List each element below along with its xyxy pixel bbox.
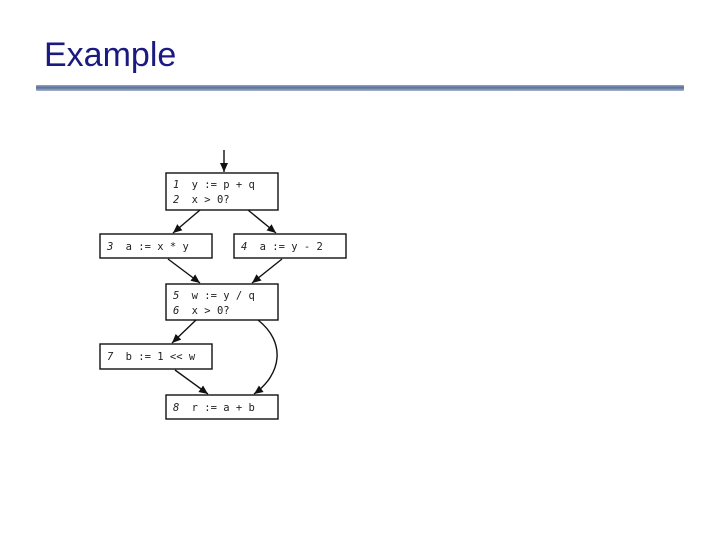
svg-text:2 x > 0?: 2 x > 0? bbox=[173, 194, 230, 206]
svg-text:4 a := y - 2: 4 a := y - 2 bbox=[241, 241, 323, 253]
node-b8: 8 r := a + b bbox=[165, 394, 279, 420]
line-number: 7 bbox=[107, 351, 114, 363]
statement: x > 0? bbox=[192, 194, 230, 206]
edge-b3-to-b5 bbox=[167, 258, 201, 284]
svg-text:5 w := y / q: 5 w := y / q bbox=[173, 290, 255, 302]
slide-title: Example bbox=[44, 36, 177, 74]
statement: b := 1 << w bbox=[126, 351, 196, 363]
svg-text:8 r := a + b: 8 r := a + b bbox=[173, 402, 255, 414]
edge-b1-to-b3 bbox=[172, 209, 201, 234]
svg-text:6 x > 0?: 6 x > 0? bbox=[173, 305, 230, 317]
line-number: 5 bbox=[173, 290, 179, 302]
edge-b4-to-b5 bbox=[251, 258, 283, 284]
edges bbox=[167, 150, 283, 395]
statement: a := y - 2 bbox=[260, 241, 323, 253]
svg-text:7 b := 1 << w: 7 b := 1 << w bbox=[107, 351, 196, 363]
node-b3: 3 a := x * y bbox=[99, 233, 213, 259]
svg-text:1 y := p + q: 1 y := p + q bbox=[173, 179, 255, 191]
edge-b5-to-b8 bbox=[253, 319, 278, 395]
node-b7: 7 b := 1 << w bbox=[99, 343, 213, 370]
node-b5: 5 w := y / q 6 x > 0? bbox=[165, 283, 279, 321]
line-number: 2 bbox=[173, 194, 179, 206]
line-number: 4 bbox=[241, 241, 247, 253]
statement: y := p + q bbox=[192, 179, 255, 191]
line-number: 1 bbox=[173, 179, 179, 191]
node-b1: 1 y := p + q 2 x > 0? bbox=[165, 172, 279, 211]
line-number: 3 bbox=[106, 241, 113, 253]
line-number: 8 bbox=[173, 402, 179, 414]
line-number: 6 bbox=[173, 305, 179, 317]
statement: a := x * y bbox=[126, 241, 189, 253]
statement: x > 0? bbox=[192, 305, 230, 317]
title-divider bbox=[36, 85, 684, 91]
statement: r := a + b bbox=[192, 402, 255, 414]
node-b4: 4 a := y - 2 bbox=[233, 233, 347, 259]
statement: w := y / q bbox=[192, 290, 255, 302]
edge-b1-to-b4 bbox=[247, 209, 277, 234]
edge-b5-to-b7 bbox=[171, 319, 197, 344]
edge-b7-to-b8 bbox=[174, 369, 209, 395]
svg-text:3 a := x * y: 3 a := x * y bbox=[106, 241, 189, 253]
